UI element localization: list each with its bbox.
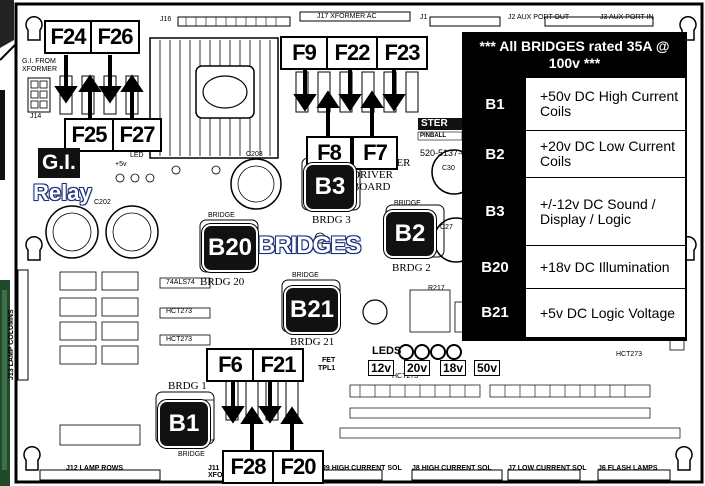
j12-label: J12 LAMP ROWS xyxy=(66,465,124,472)
legend-row-b1: B1 +50v DC High Current Coils xyxy=(464,78,685,131)
j9-label: J9 HIGH CURRENT SOL xyxy=(322,465,402,472)
bridge-badge-b20: B20 xyxy=(204,226,256,270)
j8-label: J8 HIGH CURRENT SOL xyxy=(412,465,492,472)
driver-label: DRIVER xyxy=(352,169,393,181)
fuse-f24: F24 xyxy=(44,20,92,54)
c202-label: C202 xyxy=(94,199,111,206)
fuse-f9: F9 xyxy=(280,36,328,70)
part-number: 520-5137-00 xyxy=(420,148,472,158)
legend-code: B2 xyxy=(485,146,505,163)
xformer-label: XFORMER xyxy=(22,66,57,73)
legend-desc: +/-12v DC Sound / Display / Logic xyxy=(526,178,685,246)
fuse-f26: F26 xyxy=(90,20,140,54)
brdg2-label: BRDG 2 xyxy=(392,262,431,274)
tpl1-label: TPL1 xyxy=(318,365,336,372)
fuse-f25: F25 xyxy=(64,118,114,152)
led-50v-label: 50v xyxy=(474,360,501,376)
brdg1-label: BRDG 1 xyxy=(168,380,207,392)
legend-desc: +18v DC Illumination xyxy=(526,246,685,289)
legend-code: B20 xyxy=(481,259,509,276)
bridge-badge-b3: B3 xyxy=(306,165,354,209)
bridges-callout: BRIDGES xyxy=(258,232,361,259)
bridge-badge-b1: B1 xyxy=(160,402,208,446)
brand-stern: STER xyxy=(421,118,448,129)
j7-label: J7 LOW CURRENT SOL xyxy=(508,465,587,472)
j6-label: J6 FLASH LAMPS xyxy=(598,465,658,472)
c30-label: C30 xyxy=(442,165,455,172)
legend-row-b2: B2 +20v DC Low Current Coils xyxy=(464,131,685,178)
j2-label: J2 AUX PORT OUT xyxy=(508,14,570,21)
legend-desc: +20v DC Low Current Coils xyxy=(526,131,685,178)
r217-label: R217 xyxy=(428,285,445,292)
gi-relay-badge: G.I. xyxy=(38,148,80,178)
legend-desc: +5v DC Logic Voltage xyxy=(526,289,685,337)
bridge-word-b21: BRIDGE xyxy=(292,272,319,279)
legend-row-b3: B3 +/-12v DC Sound / Display / Logic xyxy=(464,178,685,246)
fet-label: FET xyxy=(322,357,336,364)
fuse-f21: F21 xyxy=(252,348,304,382)
chip-hct273-b: HCT273 xyxy=(166,336,193,343)
led-12v-label: 12v xyxy=(368,360,395,376)
fuse-f22: F22 xyxy=(326,36,378,70)
fuse-f20: F20 xyxy=(272,450,324,484)
c203-label: C203 xyxy=(246,151,263,158)
chip-hct273-a: HCT273 xyxy=(166,308,193,315)
legend-row-b20: B20 +18v DC Illumination xyxy=(464,246,685,289)
brdg3-label: BRDG 3 xyxy=(312,214,351,226)
j3-label: J3 AUX PORT IN xyxy=(600,14,654,21)
legend-title: *** All BRIDGES rated 35A @ 100v *** xyxy=(479,38,670,71)
fuse-f6: F6 xyxy=(206,348,254,382)
plus5v-label: +5v xyxy=(115,161,127,168)
brand-pinball: PINBALL xyxy=(420,133,446,139)
j16-label: J16 xyxy=(160,16,172,23)
brdg21-label: BRDG 21 xyxy=(290,336,335,348)
bridge-word-b1: BRIDGE xyxy=(178,451,205,458)
legend-row-b21: B21 +5v DC Logic Voltage xyxy=(464,289,685,337)
bridge-word-b20: BRIDGE xyxy=(208,212,235,219)
chip-74als74: 74ALS74 xyxy=(166,279,195,286)
leds-label: LEDS xyxy=(372,345,402,357)
c27-label: C27 xyxy=(440,224,453,231)
bridge-badge-b2: B2 xyxy=(386,212,434,256)
legend-code: B3 xyxy=(485,203,505,220)
legend-desc: +50v DC High Current Coils xyxy=(526,78,685,131)
relay-callout: Relay xyxy=(33,180,92,205)
led-20v-label: 20v xyxy=(404,360,431,376)
bridge-badge-b21: B21 xyxy=(286,288,338,332)
brdg20-label: BRDG 20 xyxy=(200,276,245,288)
fuse-f27: F27 xyxy=(112,118,162,152)
legend-code: B1 xyxy=(485,96,505,113)
led-label: LED xyxy=(130,152,144,159)
j14-label: J14 xyxy=(30,113,42,120)
fuse-f28: F28 xyxy=(222,450,274,484)
gi-from-label: G.I. FROM xyxy=(22,58,56,65)
j13-label: J13 LAMP COLUMNS xyxy=(8,309,15,380)
j1-label: J1 xyxy=(420,14,428,21)
j17-label: J17 XFORMER AC xyxy=(317,13,377,20)
led-18v-label: 18v xyxy=(440,360,467,376)
bridge-legend-table: *** All BRIDGES rated 35A @ 100v *** B1 … xyxy=(462,32,687,341)
board-label: BOARD xyxy=(352,181,391,193)
legend-code: B21 xyxy=(481,304,509,321)
chip-hct273-c: HCT273 xyxy=(392,373,419,380)
fuse-f23: F23 xyxy=(376,36,428,70)
bridge-word-b2: BRIDGE xyxy=(394,200,421,207)
fuse-f7: F7 xyxy=(352,136,398,170)
chip-hct273-d: HCT273 xyxy=(616,351,643,358)
